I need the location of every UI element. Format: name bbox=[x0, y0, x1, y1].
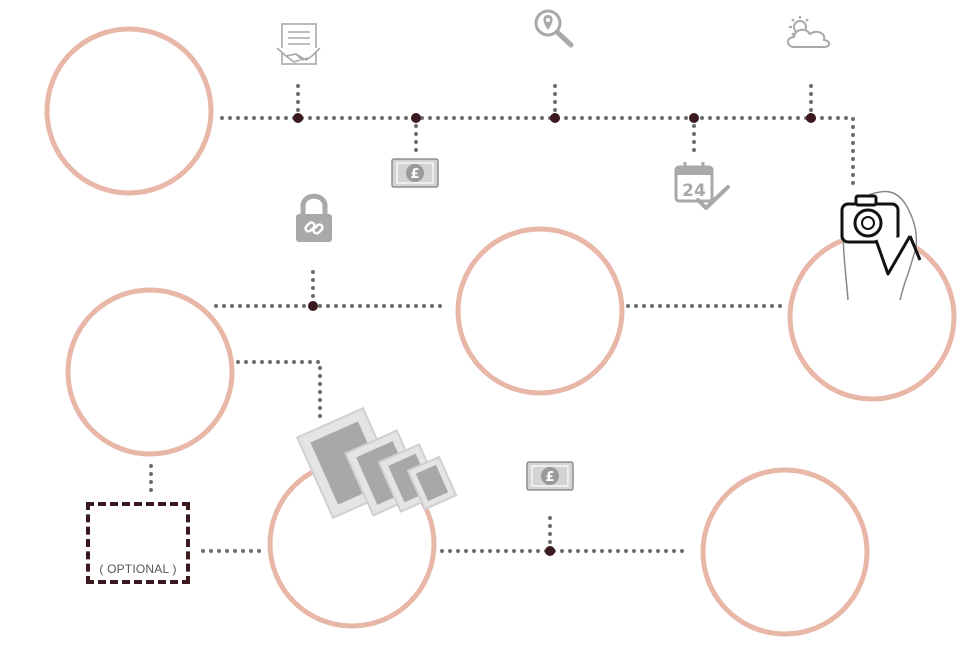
node-location bbox=[550, 113, 560, 123]
connector-lines bbox=[149, 84, 855, 553]
connector-row1 bbox=[220, 116, 855, 188]
photo-prints-icon bbox=[295, 406, 458, 520]
sun-cloud-weather-icon bbox=[787, 16, 831, 48]
pound-banknote-icon bbox=[526, 461, 574, 491]
node-bill2 bbox=[545, 546, 555, 556]
step-circle-1 bbox=[44, 26, 214, 196]
pound-banknote-icon bbox=[391, 158, 439, 188]
optional-step-box: ( OPTIONAL ) bbox=[86, 502, 190, 584]
svg-text:24: 24 bbox=[682, 181, 706, 201]
node-weather bbox=[806, 113, 816, 123]
junction-nodes bbox=[293, 113, 816, 556]
hand-holding-camera-icon bbox=[840, 190, 922, 301]
node-padlock bbox=[308, 301, 318, 311]
node-contract bbox=[293, 113, 303, 123]
node-bill bbox=[411, 113, 421, 123]
step-circle-4 bbox=[65, 287, 235, 457]
node-calendar bbox=[689, 113, 699, 123]
calendar-24-check-icon: 24 bbox=[674, 162, 730, 210]
location-search-icon bbox=[534, 9, 574, 48]
step-circle-2 bbox=[455, 226, 625, 396]
handshake-contract-icon bbox=[276, 23, 321, 65]
optional-label: ( OPTIONAL ) bbox=[99, 562, 177, 576]
step-circle-6 bbox=[700, 467, 870, 637]
connector-prints bbox=[236, 360, 322, 426]
padlock-link-icon bbox=[296, 193, 332, 242]
